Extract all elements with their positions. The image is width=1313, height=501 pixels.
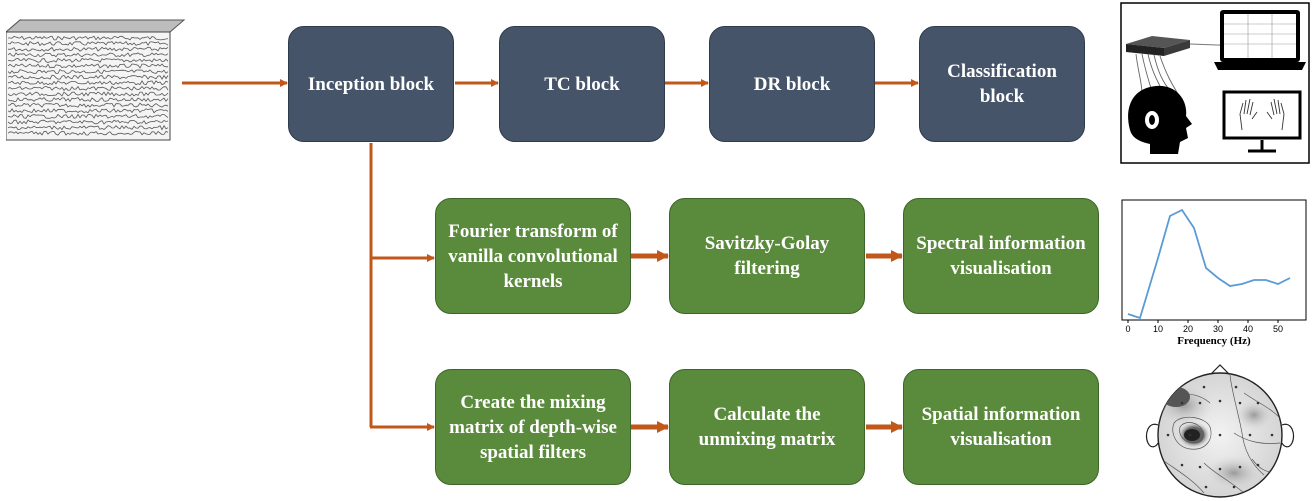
unmixing-matrix-label: Calculate the unmixing matrix <box>698 404 836 450</box>
inception-block: Inception block <box>288 26 454 142</box>
spectrum-x-label: Frequency (Hz) <box>1177 335 1251 347</box>
spectrum-x-tick-label: 50 <box>1273 324 1283 334</box>
dr-block-label: DR block <box>753 73 831 95</box>
spectrum-x-tick-label: 30 <box>1213 324 1223 334</box>
spectrum-x-tick-label: 10 <box>1153 324 1163 334</box>
spatial-visualisation-label: Spatial information visualisation <box>921 404 1081 450</box>
head-silhouette-icon <box>1128 85 1192 154</box>
dr-block: DR block <box>709 26 875 142</box>
tc-block-label: TC block <box>544 73 620 95</box>
spatial-visualisation-box: Spatial information visualisation <box>903 369 1099 485</box>
spectral-visualisation-box: Spectral information visualisation <box>903 198 1099 314</box>
fourier-transform-box: Fourier transform of vanilla convolution… <box>435 198 631 314</box>
tc-block: TC block <box>499 26 665 142</box>
mixing-matrix-box: Create the mixing matrix of depth-wise s… <box>435 369 631 485</box>
laptop-icon <box>1214 10 1306 70</box>
spectrum-x-tick-label: 0 <box>1125 324 1130 334</box>
spectrum-x-tick-label: 20 <box>1183 324 1193 334</box>
amplifier-icon <box>1126 36 1245 56</box>
classification-block-label: Classification block <box>947 61 1057 107</box>
spectrum-line <box>1127 208 1291 320</box>
spectrum-plot: 0 10 20 30 40 50 Frequency (Hz) <box>1121 199 1307 347</box>
spectrum-x-ticks: 0 10 20 30 40 50 <box>1125 320 1283 334</box>
bci-setup-illustration <box>1120 2 1310 164</box>
monitor-hands-icon <box>1222 90 1302 153</box>
inception-block-label: Inception block <box>307 73 435 95</box>
classification-block: Classification block <box>919 26 1085 142</box>
topographic-head-map <box>1145 364 1295 498</box>
eeg-signal-block <box>6 18 186 141</box>
eeg-traces <box>7 35 169 136</box>
spectrum-x-tick-label: 40 <box>1243 324 1253 334</box>
savitzky-golay-label: Savitzky-Golay filtering <box>704 233 830 279</box>
mixing-matrix-label: Create the mixing matrix of depth-wise s… <box>449 391 617 463</box>
savitzky-golay-box: Savitzky-Golay filtering <box>669 198 865 314</box>
unmixing-matrix-box: Calculate the unmixing matrix <box>669 369 865 485</box>
spectral-visualisation-label: Spectral information visualisation <box>916 233 1086 279</box>
fourier-transform-label: Fourier transform of vanilla convolution… <box>448 220 618 292</box>
